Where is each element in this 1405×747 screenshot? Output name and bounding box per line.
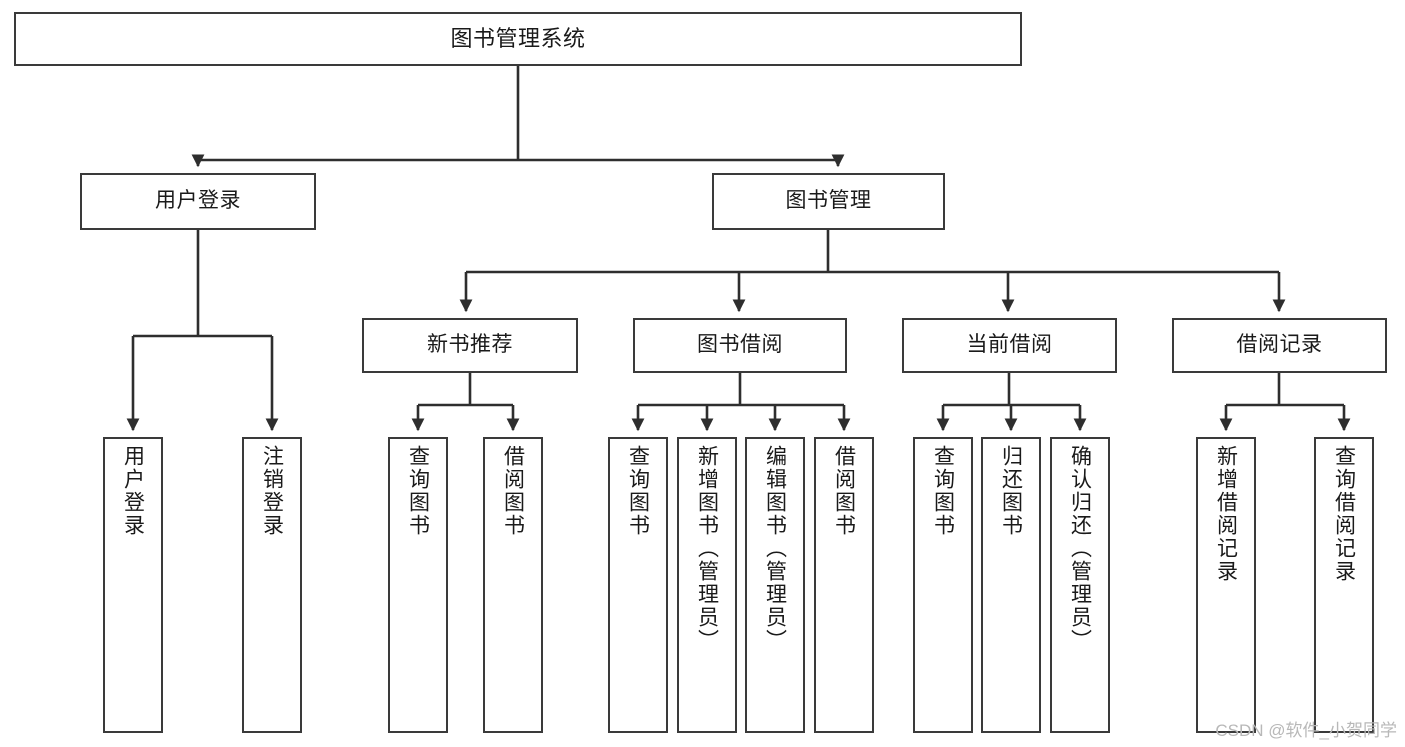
node-root[interactable]: 图书管理系统 — [14, 12, 1022, 66]
node-label: 查询图书 — [626, 445, 650, 537]
node-leaf-query-book-current[interactable]: 查询图书 — [913, 437, 973, 733]
node-leaf-return-book[interactable]: 归还图书 — [981, 437, 1041, 733]
node-label: 图书管理 — [785, 189, 872, 213]
node-leaf-logout[interactable]: 注销登录 — [242, 437, 302, 733]
node-level2-borrow-record[interactable]: 借阅记录 — [1172, 318, 1387, 373]
node-label: 借阅记录 — [1236, 333, 1323, 357]
node-leaf-user-login[interactable]: 用户登录 — [103, 437, 163, 733]
node-leaf-borrow-book[interactable]: 借阅图书 — [814, 437, 874, 733]
node-label: 借阅图书 — [501, 445, 525, 537]
node-leaf-confirm-return-admin[interactable]: 确认归还（管理员） — [1050, 437, 1110, 733]
node-label: 查询图书 — [931, 445, 955, 537]
node-label: 编辑图书（管理员） — [763, 445, 787, 652]
node-label: 用户登录 — [121, 445, 145, 537]
watermark-text: CSDN @软件_小贺同学 — [1215, 721, 1397, 740]
node-label: 新增借阅记录 — [1214, 445, 1238, 583]
node-label: 查询图书 — [406, 445, 430, 537]
node-label: 新增图书（管理员） — [695, 445, 719, 652]
node-leaf-add-book-admin[interactable]: 新增图书（管理员） — [677, 437, 737, 733]
node-leaf-query-borrow-record[interactable]: 查询借阅记录 — [1314, 437, 1374, 733]
node-label: 归还图书 — [999, 445, 1023, 537]
node-leaf-edit-book-admin[interactable]: 编辑图书（管理员） — [745, 437, 805, 733]
node-label: 当前借阅 — [966, 333, 1053, 357]
node-label: 查询借阅记录 — [1332, 445, 1356, 583]
node-level1-book-management[interactable]: 图书管理 — [712, 173, 945, 230]
node-level2-new-book-recommend[interactable]: 新书推荐 — [362, 318, 578, 373]
node-label: 图书借阅 — [697, 333, 783, 357]
node-leaf-query-book[interactable]: 查询图书 — [608, 437, 668, 733]
node-root-label: 图书管理系统 — [450, 26, 586, 52]
node-level2-current-borrow[interactable]: 当前借阅 — [902, 318, 1117, 373]
node-label: 用户登录 — [155, 189, 241, 213]
node-label: 注销登录 — [260, 445, 284, 537]
node-level1-user-login[interactable]: 用户登录 — [80, 173, 316, 230]
node-label: 借阅图书 — [832, 445, 856, 537]
node-label: 确认归还（管理员） — [1068, 445, 1092, 652]
node-level2-book-borrow[interactable]: 图书借阅 — [633, 318, 847, 373]
node-leaf-add-borrow-record[interactable]: 新增借阅记录 — [1196, 437, 1256, 733]
node-leaf-borrow-book-new[interactable]: 借阅图书 — [483, 437, 543, 733]
node-label: 新书推荐 — [427, 333, 513, 357]
node-leaf-query-book-new[interactable]: 查询图书 — [388, 437, 448, 733]
